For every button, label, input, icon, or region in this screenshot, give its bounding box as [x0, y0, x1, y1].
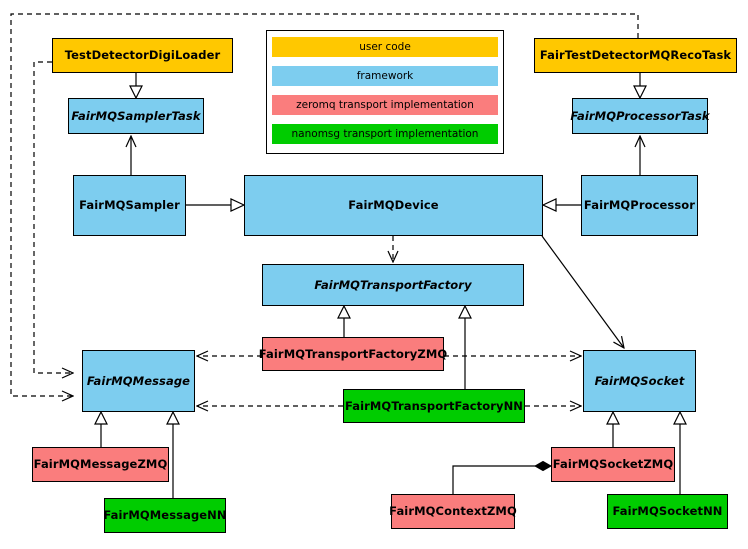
edge-digiloader-to-message-inner [33, 61, 73, 373]
class-node-fairmqsocketzmq[interactable]: FairMQSocketZMQ [551, 447, 675, 482]
class-node-testdetectordigiloader[interactable]: TestDetectorDigiLoader [52, 38, 233, 73]
edge-messagezmq-to-message [94, 410, 108, 447]
class-node-fairmqdevice[interactable]: FairMQDevice [244, 175, 543, 236]
class-node-fairmqtransportfactory[interactable]: FairMQTransportFactory [262, 264, 524, 306]
edge-sampler-to-device [186, 198, 246, 212]
edge-recotask-to-message-outer [10, 13, 639, 396]
legend-item-nanomsg: nanomsg transport implementation [272, 124, 498, 144]
class-node-fairmqtransportfactorynn[interactable]: FairMQTransportFactoryNN [343, 389, 525, 423]
class-node-fairmqmessage[interactable]: FairMQMessage [82, 350, 195, 412]
edge-socketzmq-to-socket [606, 410, 620, 447]
legend-panel: user code framework zeromq transport imp… [266, 30, 504, 154]
edge-device-to-socket [541, 235, 624, 348]
edge-socketnn-to-socket [673, 410, 687, 494]
legend-item-framework: framework [272, 66, 498, 86]
class-node-fairtestdetectormqrecotask[interactable]: FairTestDetectorMQRecoTask [534, 38, 737, 73]
edge-recotask-to-processortask [633, 73, 647, 100]
class-node-fairmqsamplertask[interactable]: FairMQSamplerTask [68, 98, 204, 134]
class-node-fairmqcontextzmq[interactable]: FairMQContextZMQ [389, 494, 517, 529]
class-node-fairmqprocessortask[interactable]: FairMQProcessorTask [570, 98, 710, 134]
class-node-fairmqprocessor[interactable]: FairMQProcessor [581, 175, 698, 236]
edge-factoryzmq-to-factory [337, 304, 351, 337]
class-node-fairmqsocketnn[interactable]: FairMQSocketNN [607, 494, 728, 529]
class-node-fairmqtransportfactoryzmq[interactable]: FairMQTransportFactoryZMQ [259, 337, 447, 371]
class-node-fairmqmessagenn[interactable]: FairMQMessageNN [103, 498, 227, 533]
edge-processor-to-device [541, 198, 581, 212]
legend-item-user-code: user code [272, 37, 498, 57]
legend-item-zeromq: zeromq transport implementation [272, 95, 498, 115]
edge-digiloader-to-samplertask [129, 73, 143, 100]
class-node-fairmqmessagezmq[interactable]: FairMQMessageZMQ [32, 447, 169, 482]
class-node-fairmqsocket[interactable]: FairMQSocket [583, 350, 696, 412]
class-node-fairmqsampler[interactable]: FairMQSampler [73, 175, 186, 236]
edge-factorynn-to-factory [458, 304, 472, 389]
edge-messagenn-to-message [166, 410, 180, 498]
edge-socketzmq-composition-contextzmq [452, 466, 551, 494]
